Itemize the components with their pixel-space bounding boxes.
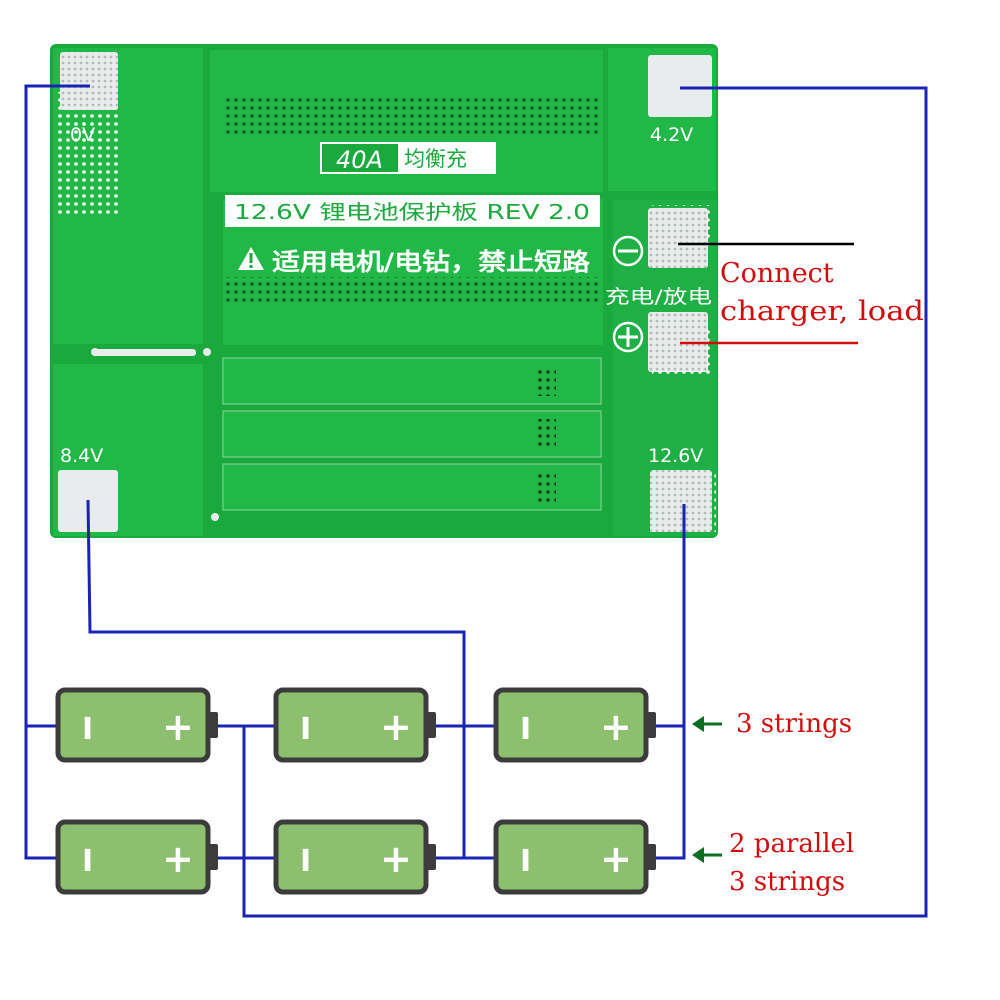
strip-outline-1 [222,357,602,405]
pad-negative-texture [648,208,708,268]
parallel-label-line2: 3 strings [729,867,845,897]
battery-terminal [646,844,656,870]
via-field-middle [226,277,600,305]
label-v42: 4.2V [650,124,693,146]
minus-symbol-icon [612,235,644,267]
model-chinese: 均衡充 [404,147,467,171]
pad-v126-texture [650,470,712,532]
battery-terminal [426,712,436,738]
via-field-zero-v [57,92,121,218]
warning-icon [238,247,264,270]
pad-positive-texture [648,312,708,372]
battery-positive-icon: + [162,705,194,749]
series-arrow-icon [692,716,722,732]
battery-terminal [208,844,218,870]
battery-positive-icon: + [380,837,412,881]
fiducial-bottom [211,513,219,521]
series-label: 3 strings [736,709,852,739]
label-zero-v: 0V [70,124,95,146]
battery-cell: I+ [273,819,436,895]
wire-v84 [86,499,466,858]
via-field-top [226,98,600,134]
title-label-box [225,195,600,227]
charge-discharge-label: 充电/放电 [605,286,712,308]
fiducial-right [203,348,211,356]
wire-v126 [646,504,686,860]
via-field-strip-1 [536,366,556,396]
via-field-strip-3 [536,472,556,502]
battery-cell: I+ [493,687,656,763]
warning-text: 适用电机/电钻，禁止短路 [272,248,591,276]
pad-zero-v-texture [60,52,118,110]
pad-v42 [648,55,712,117]
connect-label-line1: Connect [720,258,834,289]
strip-outline-2 [222,410,602,458]
battery-positive-icon: + [162,837,194,881]
battery-negative-icon: I [82,712,93,747]
silk-bar [92,349,196,356]
title-label: 12.6V 锂电池保护板 REV 2.0 [234,200,590,224]
fiducial-left [91,348,99,356]
wires [24,84,928,918]
battery-terminal [426,844,436,870]
battery-positive-icon: + [600,837,632,881]
battery-cell: I+ [493,819,656,895]
plus-symbol-icon [612,321,644,353]
battery-positive-icon: + [380,705,412,749]
battery-cell: I+ [273,687,436,763]
model-label-inset [322,144,398,172]
battery-cell: I+ [55,687,218,763]
label-v126: 12.6V [648,445,703,467]
label-v84: 8.4V [60,445,103,467]
battery-cell: I+ [55,819,218,895]
battery-negative-icon: I [300,844,311,879]
battery-terminal [208,712,218,738]
battery-positive-icon: + [600,705,632,749]
wire-zero-v [24,84,90,860]
strip-outline-3 [222,463,602,511]
battery-terminal [646,712,656,738]
pcb-board: 0V 4.2V 8.4V 12.6V 40A 均衡充 12.6V 锂电池保护板 … [50,44,718,538]
parallel-label-line1: 2 parallel [729,829,854,859]
parallel-arrow-icon [692,847,722,863]
battery-negative-icon: I [82,844,93,879]
battery-negative-icon: I [300,712,311,747]
battery-negative-icon: I [520,712,531,747]
via-field-strip-2 [536,419,556,449]
connect-label-line2: charger, load [720,296,924,327]
model-label: 40A [336,146,383,174]
battery-pack: I+I+I+I+I+I+ [55,687,656,895]
battery-negative-icon: I [520,844,531,879]
